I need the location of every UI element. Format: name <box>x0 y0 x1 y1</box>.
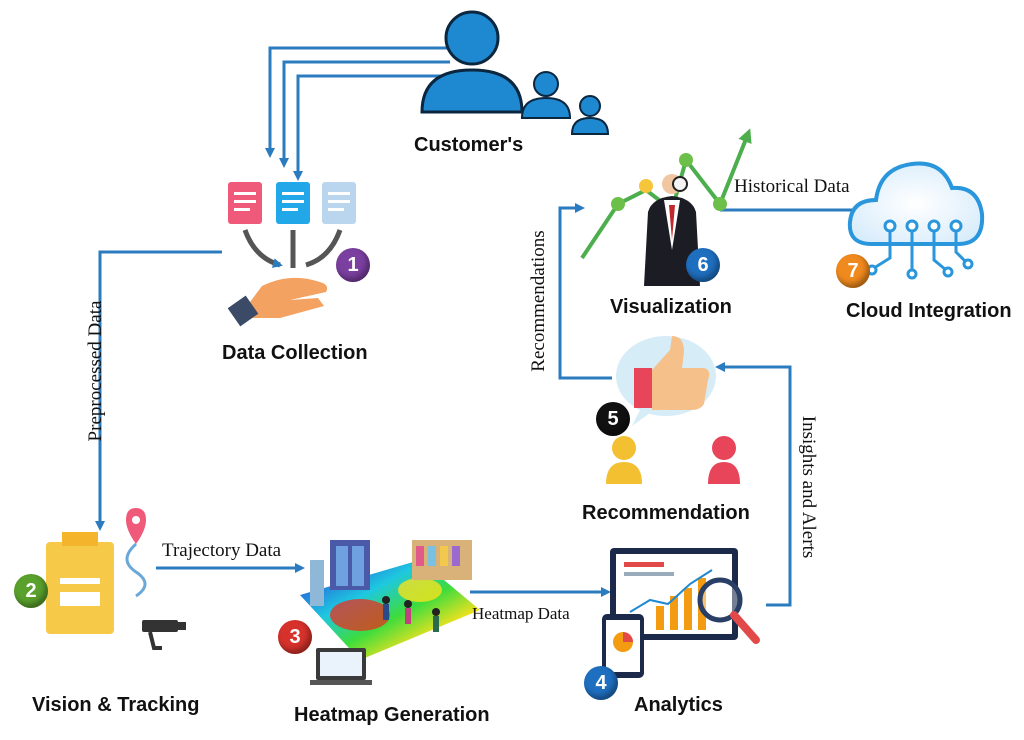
customers-icon <box>420 10 610 135</box>
recommendations-label: Recommendations <box>528 230 549 372</box>
step-badge-3: 3 <box>278 620 312 654</box>
data-collection-label: Data Collection <box>222 342 368 364</box>
insights-alerts-label: Insights and Alerts <box>798 415 819 559</box>
cloud-integration-icon <box>847 161 985 280</box>
recommendations-arrow <box>558 203 612 380</box>
step-badge-5: 5 <box>596 402 630 436</box>
data-collection-icon <box>227 182 356 327</box>
customers-label: Customer's <box>414 134 524 156</box>
cloud-integration-label: Cloud Integration <box>846 300 1012 322</box>
vision-tracking-icon <box>46 508 186 650</box>
heatmap-generation-label: Heatmap Generation <box>294 704 490 726</box>
visualization-icon <box>580 128 752 286</box>
step-badge-6: 6 <box>686 248 720 282</box>
preprocessed-data-label: Preprocessed Data <box>85 300 106 442</box>
analytics-dashboard-icon <box>602 548 760 678</box>
customer-to-collection-arrows <box>265 46 450 181</box>
recommendation-icon <box>606 336 740 484</box>
analytics-label: Analytics <box>634 694 723 716</box>
vision-tracking-label: Vision & Tracking <box>32 694 200 716</box>
historical-data-label: Historical Data <box>734 176 850 197</box>
preprocessed-data-arrow <box>95 250 222 531</box>
insights-alerts-arrow <box>715 362 792 607</box>
step-badge-1: 1 <box>336 248 370 282</box>
step-badge-7: 7 <box>836 254 870 288</box>
recommendation-label: Recommendation <box>582 502 750 524</box>
step-badge-2: 2 <box>14 574 48 608</box>
heatmap-store-icon <box>300 540 480 685</box>
step-badge-4: 4 <box>584 666 618 700</box>
visualization-label: Visualization <box>610 296 732 318</box>
heatmap-data-label: Heatmap Data <box>472 604 570 623</box>
trajectory-data-label: Trajectory Data <box>162 540 282 561</box>
